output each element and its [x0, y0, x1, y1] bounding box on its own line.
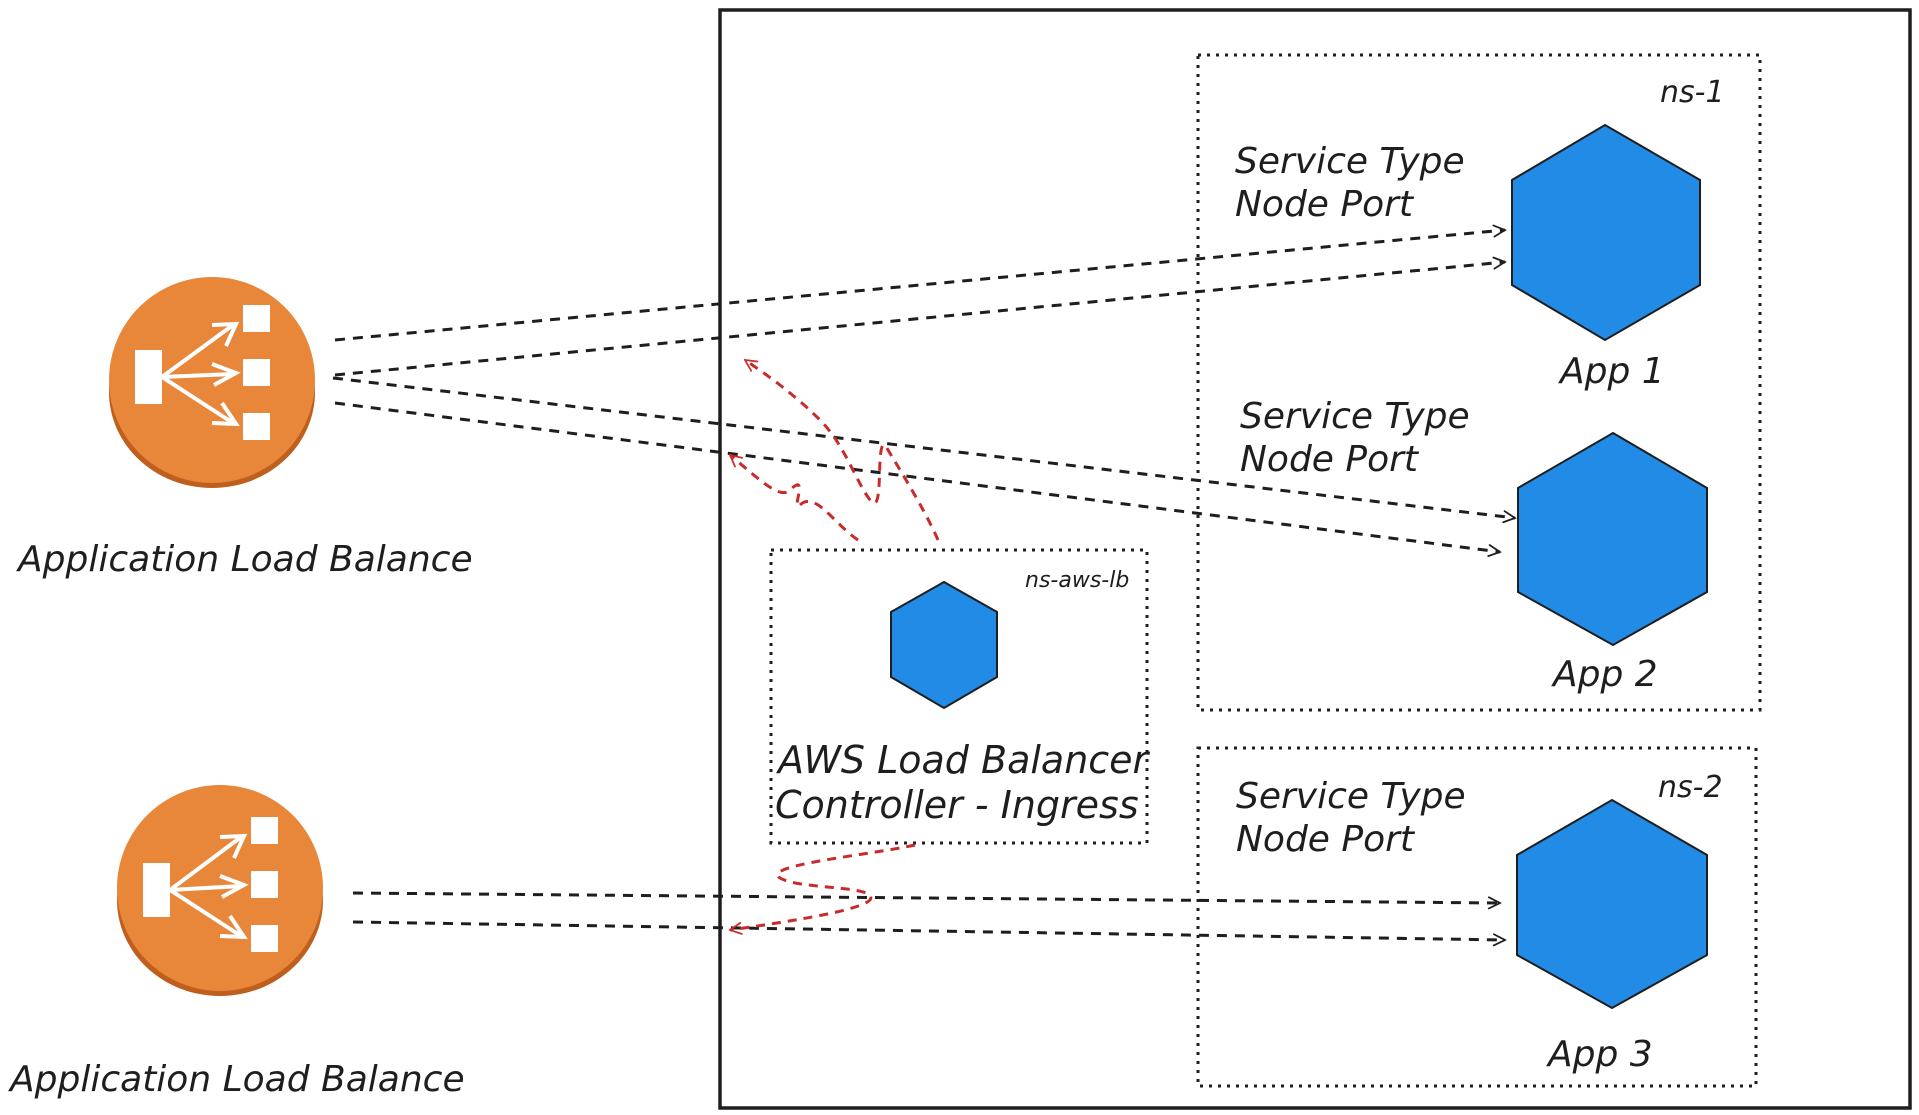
namespace-label-ns-1: ns-1 [1660, 75, 1725, 110]
load-balancer-label: Application Load Balance [18, 539, 473, 580]
service-type-label: Service Type [1240, 396, 1470, 437]
load-balancer-label: Application Load Balance [10, 1059, 465, 1100]
application-load-balancer-icon [109, 277, 315, 488]
controller-label: Controller - Ingress [775, 783, 1139, 827]
route-arrow-alb1-app1 [334, 230, 1505, 342]
controller-label: AWS Load Balancer [778, 738, 1149, 782]
app-1-hexagon-icon [1511, 123, 1701, 342]
app-3-hexagon-icon [1516, 798, 1708, 1010]
namespace-box-ns-2 [1196, 746, 1758, 1088]
route-arrow-alb1-app2 [334, 401, 1500, 552]
namespace-label-ns-aws-lb: ns-aws-lb [1025, 568, 1130, 593]
service-port-label: Node Port [1236, 819, 1415, 860]
app-2-hexagon-icon [1517, 431, 1708, 647]
service-type-label: Service Type [1236, 776, 1466, 817]
app-label: App 2 [1553, 654, 1658, 695]
namespace-label-ns-2: ns-2 [1658, 770, 1723, 805]
service-type-label: Service Type [1235, 141, 1465, 182]
service-port-label: Node Port [1240, 439, 1419, 480]
application-load-balancer-icon [117, 785, 323, 996]
namespace-box-ns-aws-lb [769, 548, 1149, 845]
route-arrow-alb2-app3 [352, 920, 1505, 940]
controller-hexagon-icon [890, 580, 998, 710]
namespace-box-ns-1 [1196, 53, 1762, 712]
controller-provision-arrow [745, 358, 940, 541]
app-label: App 1 [1560, 351, 1665, 392]
app-label: App 3 [1548, 1034, 1653, 1075]
service-port-label: Node Port [1235, 184, 1414, 225]
controller-provision-arrow [730, 455, 859, 542]
cluster-box [718, 8, 1912, 1110]
route-arrow-alb2-app3 [352, 891, 1500, 903]
route-arrow-alb1-app2 [332, 376, 1515, 518]
route-arrow-alb1-app1 [334, 262, 1505, 377]
controller-provision-arrow [730, 843, 916, 930]
